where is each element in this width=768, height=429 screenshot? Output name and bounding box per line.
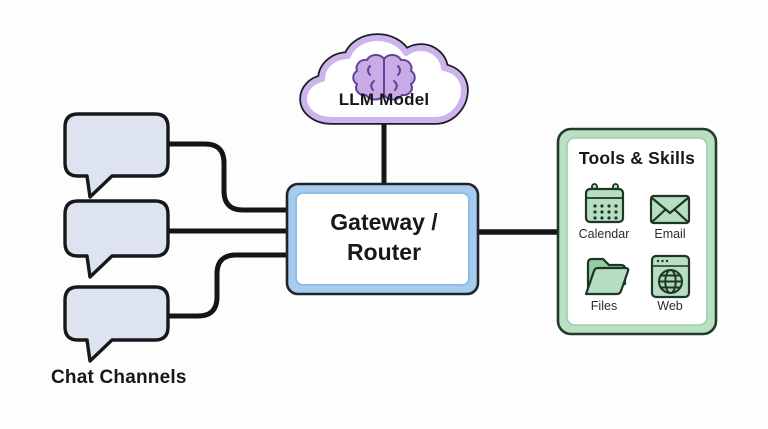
- tool-label-web: Web: [657, 299, 683, 313]
- chat-channels-label: Chat Channels: [51, 367, 187, 388]
- folder-icon: [584, 257, 630, 296]
- calendar-icon: [584, 183, 625, 224]
- tool-label-email: Email: [654, 227, 686, 241]
- brain-icon: [352, 54, 416, 101]
- chat-bubble: [63, 199, 170, 279]
- connector-line: [163, 252, 293, 319]
- llm-model-label: LLM Model: [338, 90, 430, 109]
- connector-lines: [163, 112, 565, 319]
- llm-cloud: [299, 33, 469, 125]
- tool-label-files: Files: [590, 299, 618, 313]
- globe-icon: [650, 254, 691, 299]
- chat-bubbles: [63, 112, 170, 363]
- email-icon: [649, 194, 691, 225]
- tools-skills-title: Tools & Skills: [578, 148, 696, 168]
- chat-bubble: [63, 285, 170, 363]
- gateway-router-label: Gateway / Router: [330, 209, 438, 266]
- tool-label-calendar: Calendar: [578, 227, 630, 241]
- gateway-box: [285, 182, 480, 296]
- chat-bubble: [63, 112, 170, 199]
- connector-line: [163, 141, 293, 213]
